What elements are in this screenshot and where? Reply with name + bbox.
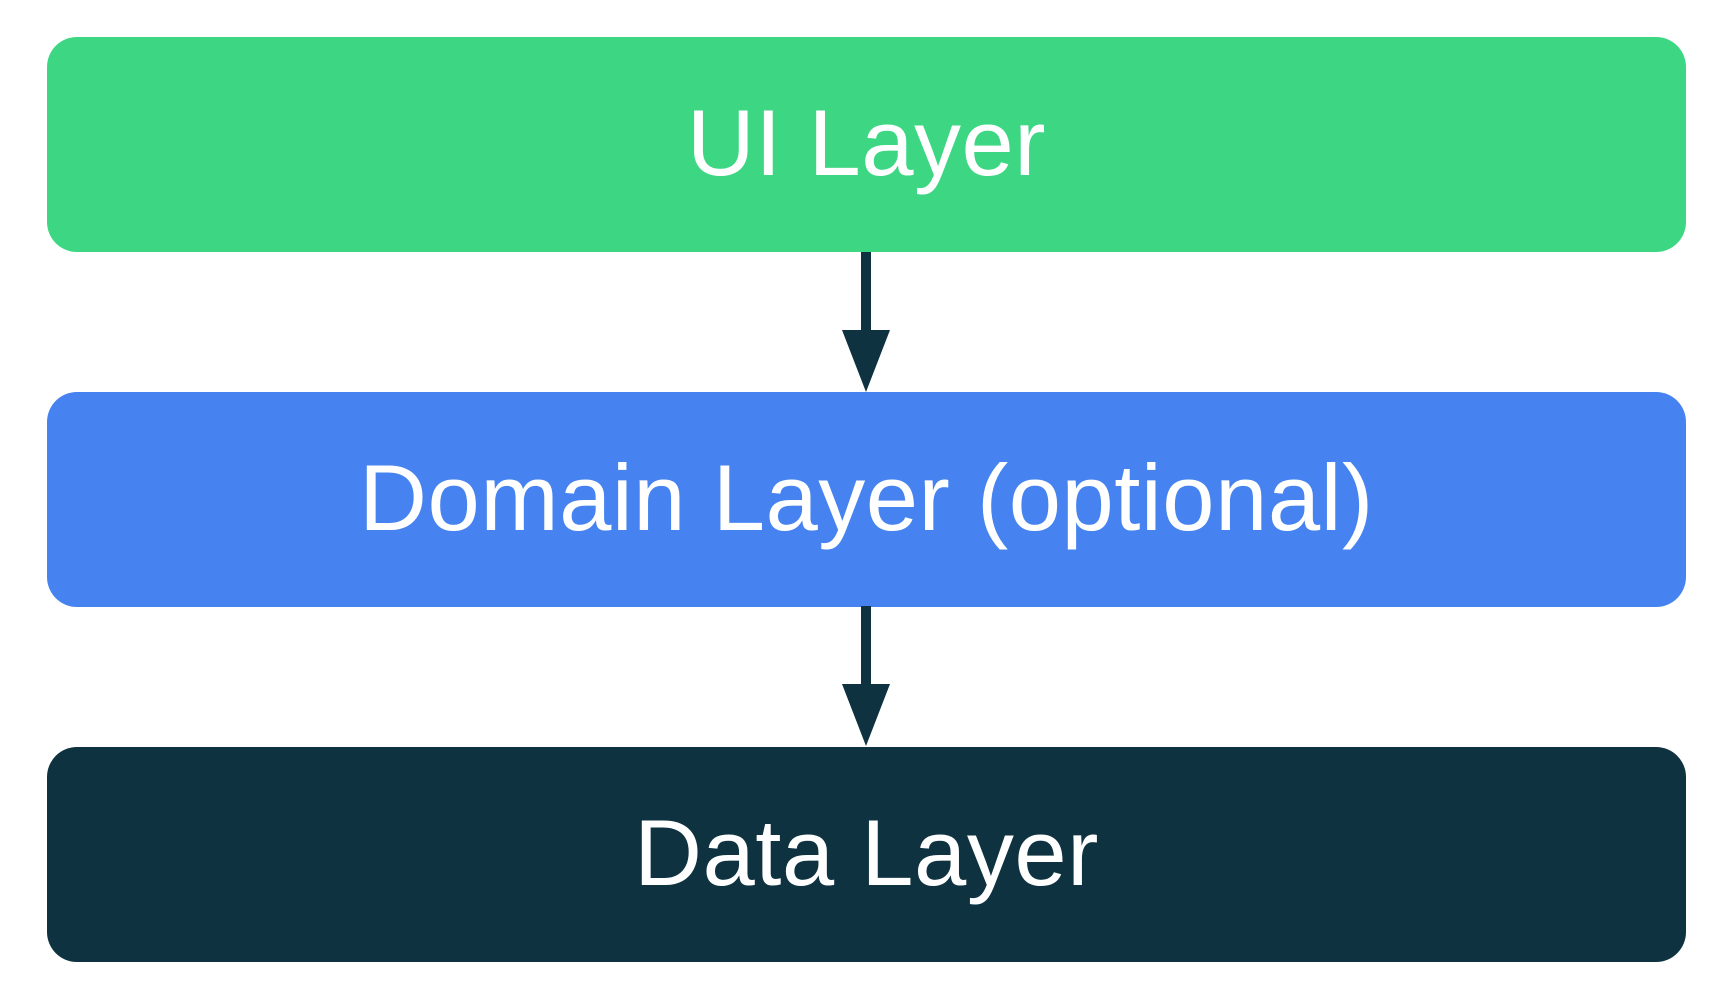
down-arrow-icon [842, 252, 890, 392]
ui-layer-box: UI Layer [47, 37, 1686, 252]
data-layer-label: Data Layer [634, 799, 1099, 905]
ui-layer-label: UI Layer [686, 89, 1047, 195]
data-layer-box: Data Layer [47, 747, 1686, 962]
arrow-domain-to-data [842, 606, 890, 746]
domain-layer-label: Domain Layer (optional) [359, 444, 1374, 550]
down-arrow-icon [842, 606, 890, 746]
domain-layer-box: Domain Layer (optional) [47, 392, 1686, 607]
arrow-ui-to-domain [842, 252, 890, 392]
